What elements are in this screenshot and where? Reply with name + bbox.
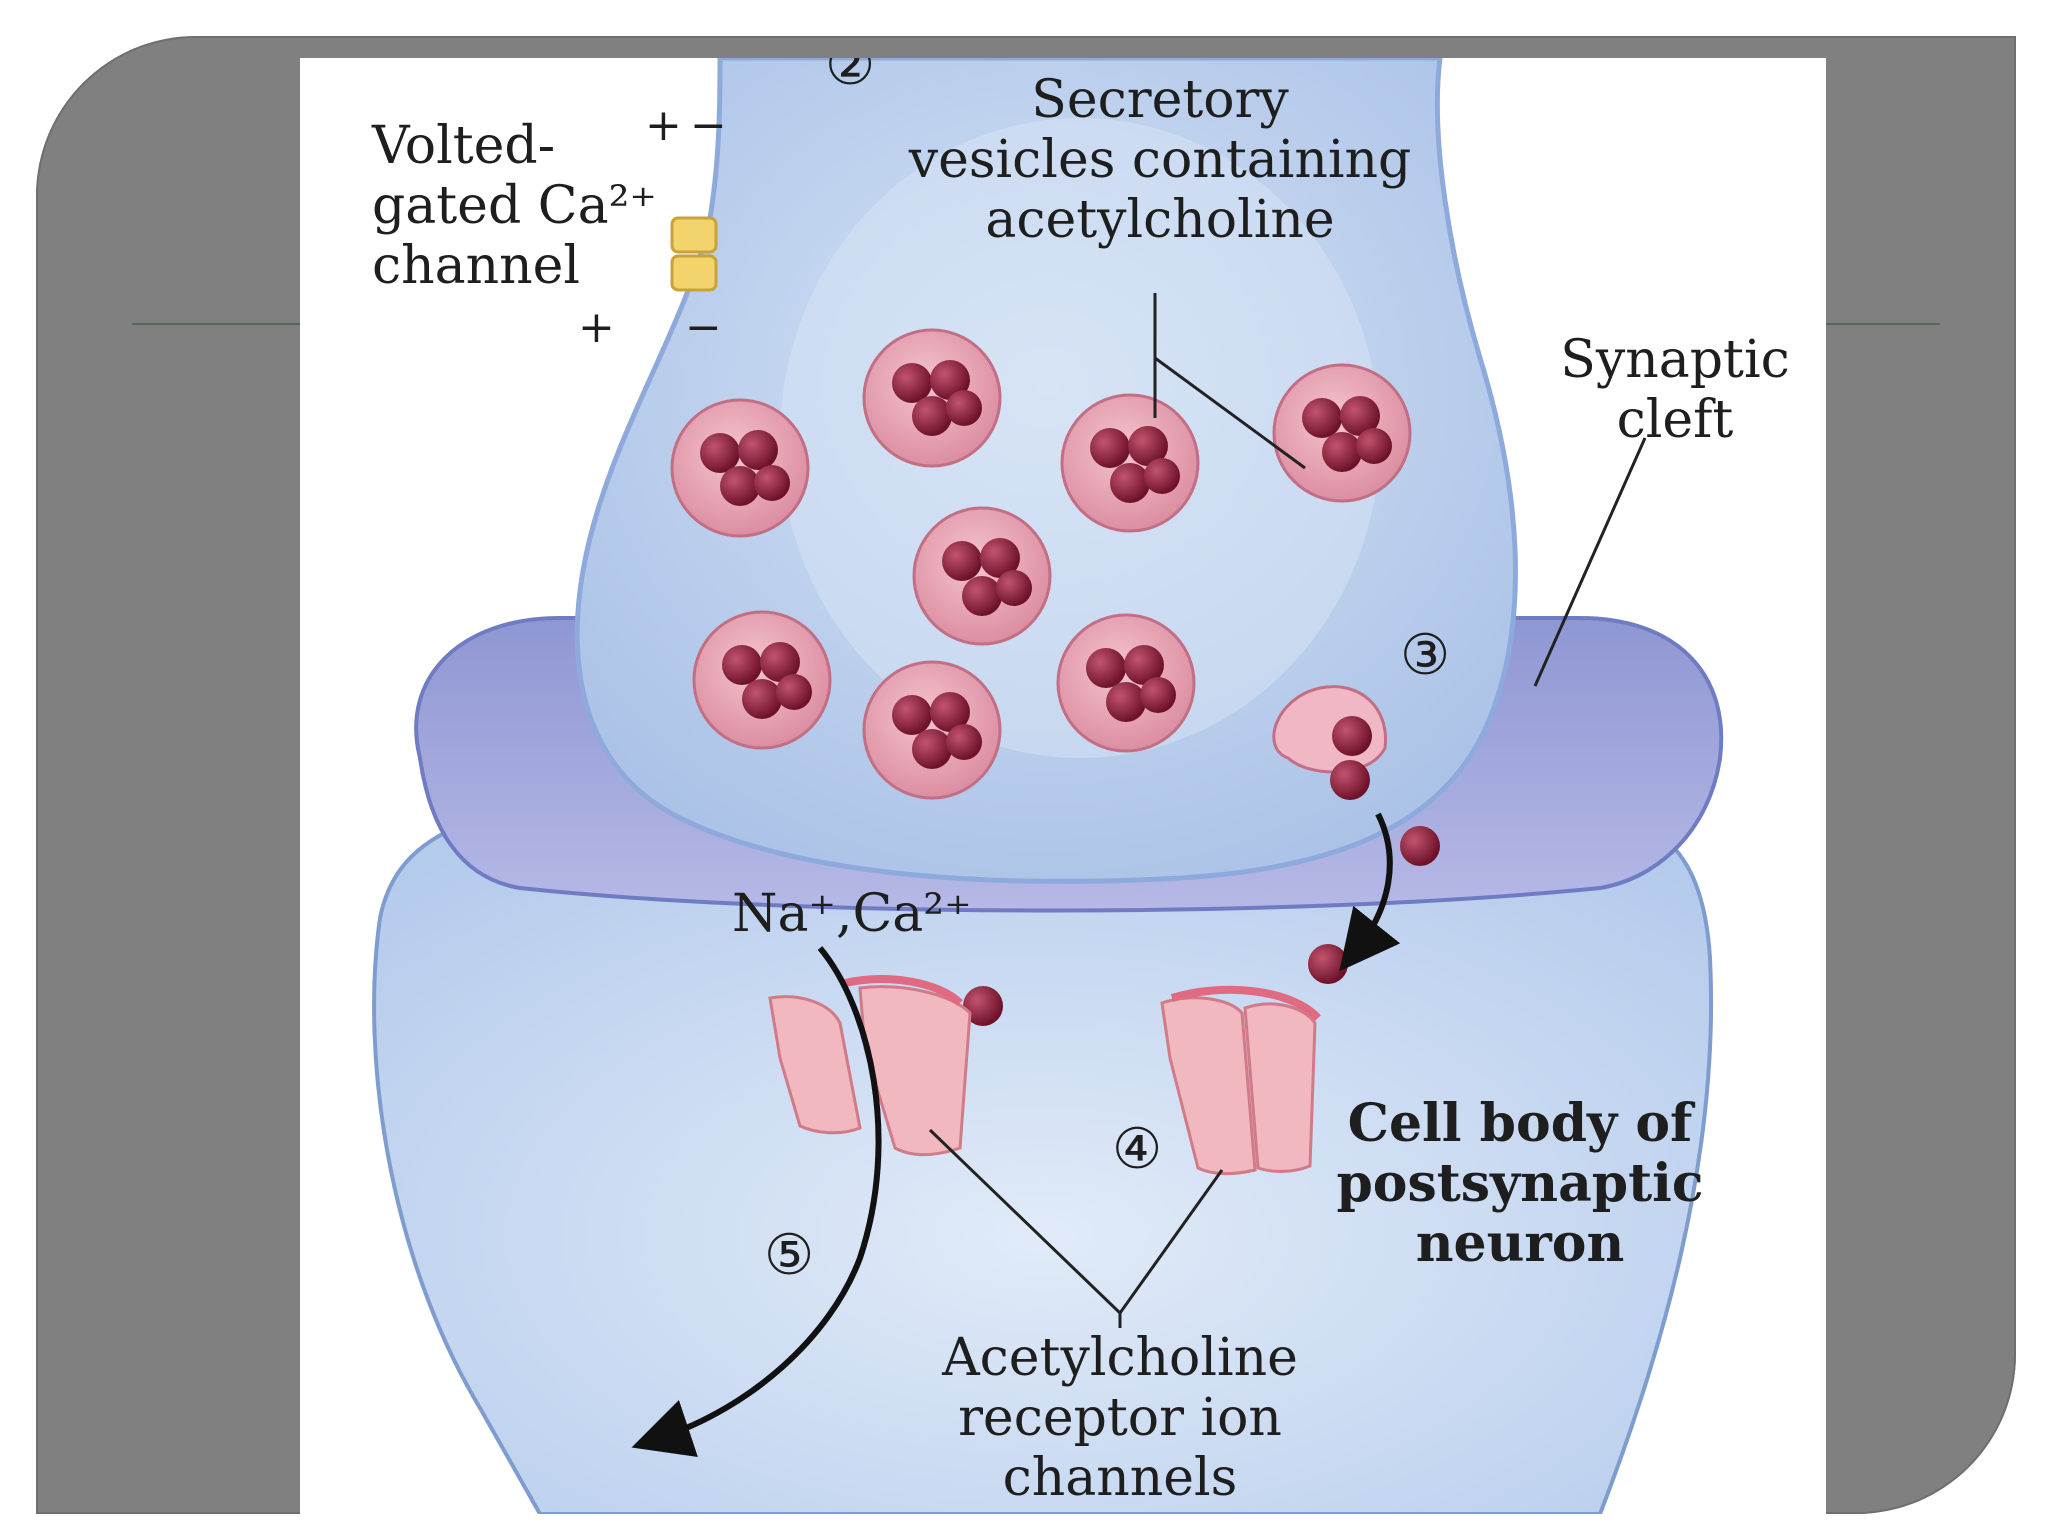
charge-bottom-plus: + [578,302,615,353]
charge-top-minus: − [690,100,727,151]
vesicle [862,660,1002,800]
vesicle [912,506,1052,646]
released-acetylcholine [1330,760,1370,800]
charge-top-plus: + [645,100,682,151]
bound-acetylcholine [963,986,1003,1026]
vesicle [1060,393,1200,533]
released-acetylcholine [1400,826,1440,866]
charge-bottom-minus: − [685,302,722,353]
synapse-figure: Volted- gated Ca²⁺ channel + − + − Secre… [300,58,1826,1514]
ca-channel-label: Volted- gated Ca²⁺ channel [372,116,657,296]
step-2-marker: ② [825,58,876,98]
receptor-channel-left [768,975,972,1157]
vesicle [692,610,832,750]
step-4-marker: ④ [1112,1117,1163,1182]
step-3-marker: ③ [1400,623,1451,688]
vesicle [1272,363,1412,503]
step-5-marker: ⑤ [764,1223,815,1288]
synaptic-cleft-label: Synaptic cleft [1560,330,1790,450]
ions-label: Na⁺,Ca²⁺ [732,884,972,944]
ca-channel-icon [670,216,718,292]
title-underline-left [132,323,302,325]
cell-body-label: Cell body of postsynaptic neuron [1336,1093,1704,1274]
receptor-channel-right [1160,985,1321,1176]
released-acetylcholine [1332,716,1372,756]
ion-flow-arrow [631,946,882,1457]
title-underline-right [1826,323,1940,325]
receptor-channels-label: Acetylcholine receptor ion channels [942,1328,1298,1508]
vesicle-group [670,328,1412,800]
vesicle [670,398,810,538]
leader-lines [928,293,1647,1328]
synapse-illustration [372,58,1724,1514]
released-acetylcholine [1308,944,1348,984]
diffusion-arrow [1339,812,1401,972]
vesicles-label: Secretory vesicles containing acetylchol… [908,70,1412,250]
vesicle [862,328,1002,468]
vesicle [1056,613,1196,753]
